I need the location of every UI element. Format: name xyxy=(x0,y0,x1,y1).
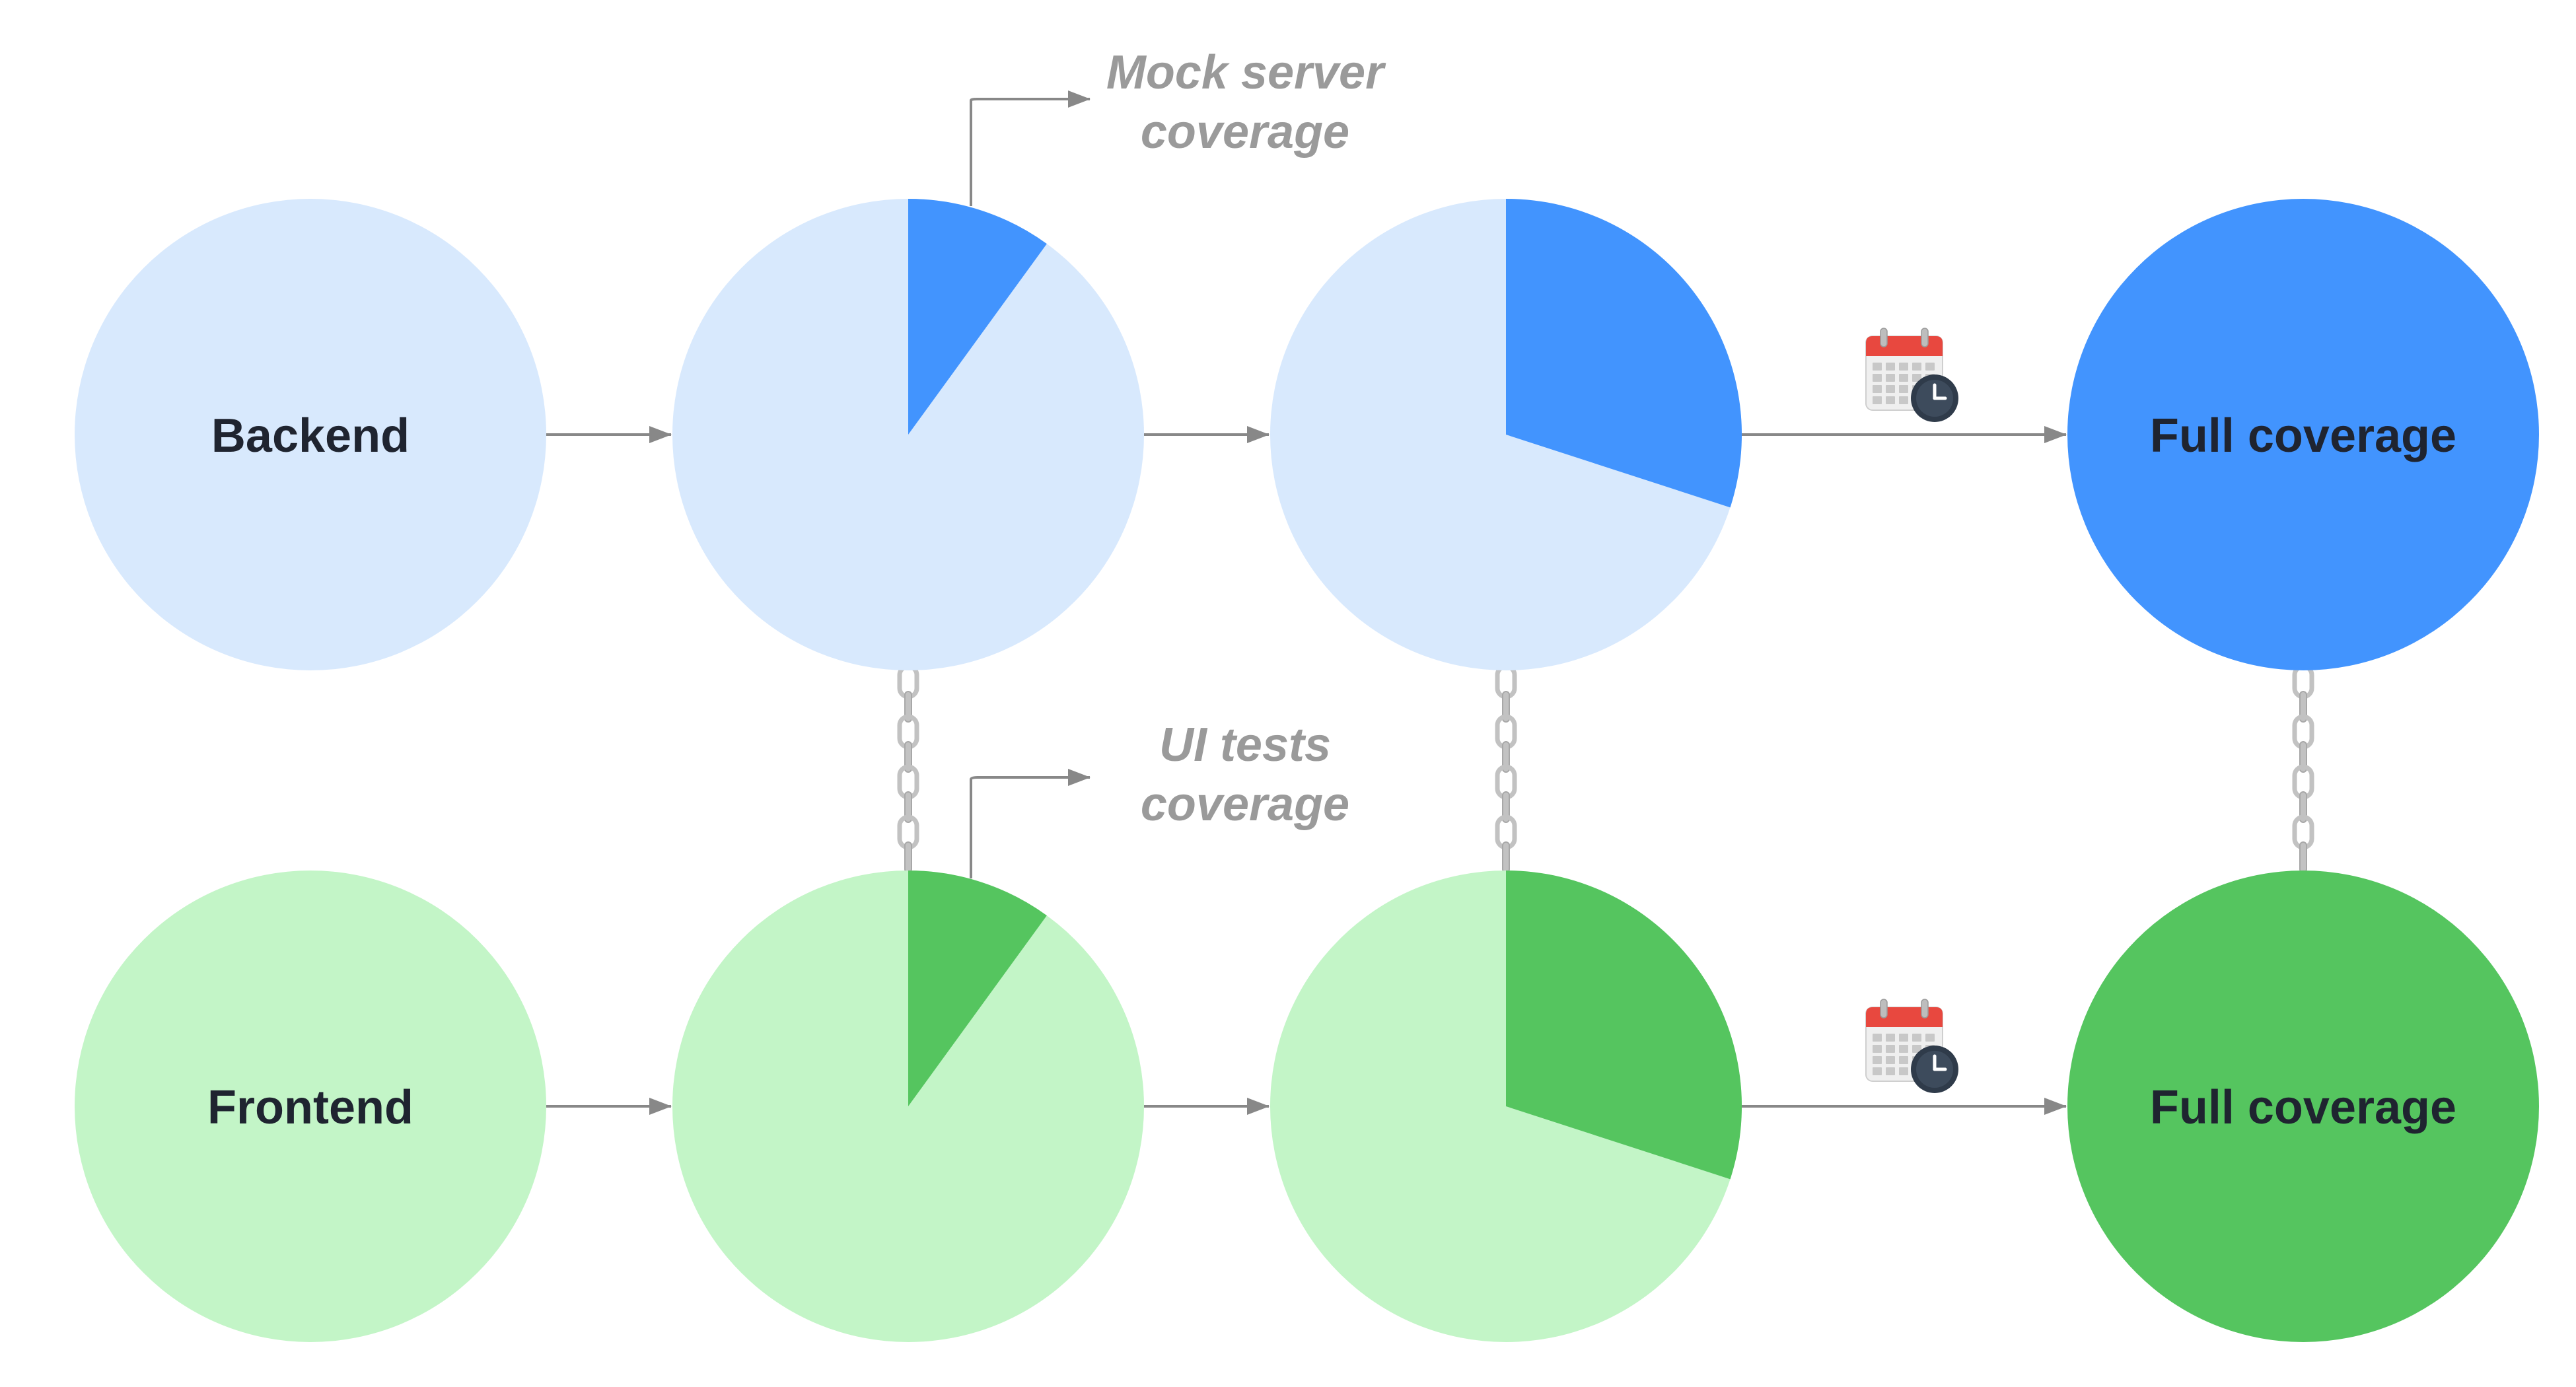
chain-link-icon xyxy=(2292,664,2314,873)
frontend-stage-2 xyxy=(672,871,1144,1342)
chain-link-icon xyxy=(897,664,919,873)
backend-full-circle xyxy=(2067,199,2539,670)
frontend-coverage-slice xyxy=(1506,871,1742,1180)
frontend-stage-4: Full coverage xyxy=(2067,871,2539,1342)
frontend-coverage-slice xyxy=(908,871,1047,1106)
backend-stage-4: Full coverage xyxy=(2067,199,2539,670)
frontend-stage-3 xyxy=(1270,871,1742,1342)
mock-server-callout-arrow xyxy=(970,90,1091,206)
schedule-icons xyxy=(1865,328,1958,1093)
frontend-base-circle xyxy=(75,871,546,1342)
calendar-clock-icon xyxy=(1865,328,1958,422)
backend-stage-label: Full coverage xyxy=(2150,409,2456,462)
mock-server-label-line2: coverage xyxy=(1141,106,1349,159)
backend-stage-1: Backend xyxy=(75,199,546,670)
backend-stage-label: Backend xyxy=(211,409,410,462)
frontend-stage-label: Full coverage xyxy=(2150,1081,2456,1134)
mock-server-annotation: Mock server coverage xyxy=(970,46,1386,206)
ui-tests-label-line2: coverage xyxy=(1141,778,1349,831)
stage-connectors xyxy=(546,426,2067,1115)
chain-link-icon xyxy=(1495,664,1517,873)
ui-tests-callout-arrow xyxy=(970,769,1091,878)
backend-coverage-slice xyxy=(1506,199,1742,508)
chain-links xyxy=(897,664,2314,873)
mock-server-label-line1: Mock server xyxy=(1106,46,1386,99)
calendar-clock-icon xyxy=(1865,999,1958,1093)
frontend-full-circle xyxy=(2067,871,2539,1342)
backend-stage-3 xyxy=(1270,199,1742,670)
frontend-stage-1: Frontend xyxy=(75,871,546,1342)
backend-stage-2 xyxy=(672,199,1144,670)
ui-tests-annotation: UI tests coverage xyxy=(970,719,1349,878)
backend-coverage-slice xyxy=(908,199,1047,435)
backend-base-circle xyxy=(75,199,546,670)
frontend-stage-label: Frontend xyxy=(207,1081,413,1134)
ui-tests-label-line1: UI tests xyxy=(1159,719,1331,771)
